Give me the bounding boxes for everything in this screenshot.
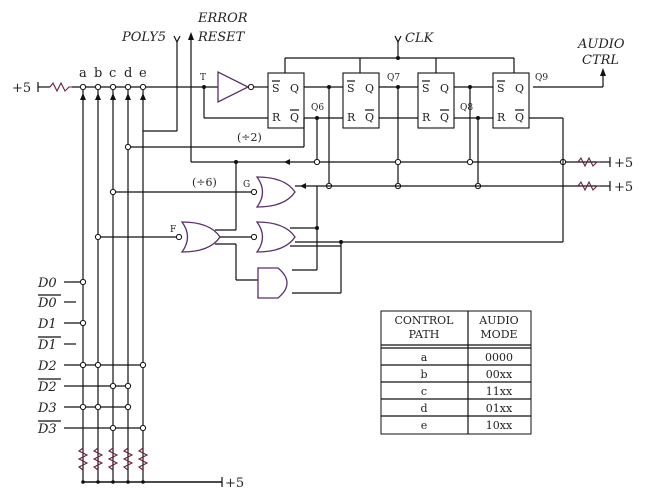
pullup-resistor-right-2 — [577, 180, 600, 192]
table-row-e-mode: 10xx — [486, 419, 513, 432]
pullup-resistor-top — [49, 81, 72, 93]
gate-g-label: G — [243, 180, 250, 190]
svg-text:Q: Q — [365, 111, 374, 124]
q6-label: Q6 — [311, 103, 324, 113]
table-row-a-path: a — [421, 351, 428, 364]
poly5-label: POLY5 — [121, 30, 166, 45]
table-row-c-mode: 11xx — [486, 385, 513, 398]
svg-text:S: S — [497, 82, 505, 95]
q8-label: Q8 — [460, 103, 473, 113]
supply-label-bottom: +5 — [225, 476, 244, 491]
supply-label-right-1: +5 — [614, 156, 633, 171]
tap-d: d — [124, 66, 132, 81]
flip-flop-4: S Q R Q — [492, 72, 530, 129]
q9-label: Q9 — [535, 73, 548, 83]
tap-e: e — [139, 66, 147, 81]
table-row-e-path: e — [421, 419, 428, 432]
divide-by-6-label: (÷6) — [192, 176, 217, 189]
svg-text:Q: Q — [290, 82, 299, 95]
reset-label: RESET — [197, 30, 246, 45]
tap-c: c — [109, 66, 116, 81]
d2-label: D2 — [37, 359, 57, 374]
svg-text:Q: Q — [440, 111, 449, 124]
d1-label: D1 — [37, 317, 57, 332]
gate-f-label: F — [170, 225, 176, 235]
svg-text:Q: Q — [290, 111, 299, 124]
pullup-resistor-right-1 — [577, 156, 600, 168]
supply-label-top-left: +5 — [12, 81, 31, 96]
table-row-d-path: d — [420, 402, 427, 415]
svg-text:R: R — [497, 111, 506, 124]
tap-labels: a b c d e — [79, 66, 147, 81]
gate-and — [257, 267, 288, 299]
table-header-control: CONTROL — [394, 314, 454, 327]
svg-text:S: S — [272, 82, 280, 95]
d0-bar-label: D0 — [37, 296, 57, 311]
svg-text:S: S — [347, 82, 355, 95]
svg-text:R: R — [272, 111, 281, 124]
flip-flop-2: S Q R Q — [342, 72, 380, 129]
flip-flop-1: S Q R Q — [267, 72, 305, 129]
buffer-inverter — [217, 70, 250, 104]
audio-label: AUDIO — [577, 37, 625, 52]
svg-text:Q: Q — [440, 82, 449, 95]
d3-bar-label: D3 — [37, 422, 57, 437]
d0-label: D0 — [37, 276, 57, 291]
clk-label: CLK — [405, 31, 435, 46]
control-path-table: CONTROL PATH AUDIO MODE a 0000 b 00xx c … — [380, 310, 532, 435]
bottom-resistor-array — [77, 447, 223, 487]
q7-label: Q7 — [387, 73, 400, 83]
gate-nor-middle — [255, 221, 296, 253]
table-header-path: PATH — [409, 328, 440, 341]
table-row-d-mode: 01xx — [486, 402, 513, 415]
svg-text:S: S — [422, 82, 430, 95]
table-header-mode: MODE — [480, 328, 517, 341]
table-row-c-path: c — [421, 385, 427, 398]
supply-label-right-2: +5 — [614, 180, 633, 195]
table-row-a-mode: 0000 — [485, 351, 513, 364]
svg-text:Q: Q — [515, 82, 524, 95]
error-label: ERROR — [197, 11, 248, 26]
t-input-label: T — [200, 73, 206, 83]
gate-f — [180, 221, 221, 253]
svg-text:R: R — [422, 111, 431, 124]
tap-bus-lines — [79, 83, 147, 482]
data-lines: D0 D0 D1 D1 D2 D2 D3 D3 — [37, 276, 147, 437]
svg-text:R: R — [347, 111, 356, 124]
flip-flop-interconnect — [234, 85, 600, 242]
tap-a: a — [79, 66, 87, 81]
svg-text:Q: Q — [365, 82, 374, 95]
tap-arrows — [80, 93, 146, 100]
d2-bar-label: D2 — [37, 380, 57, 395]
d1-bar-label: D1 — [37, 338, 57, 353]
ctrl-label: CTRL — [582, 53, 619, 68]
d3-label: D3 — [37, 401, 57, 416]
table-row-b-path: b — [420, 368, 427, 381]
tap-b: b — [94, 66, 102, 81]
svg-text:Q: Q — [515, 111, 524, 124]
table-row-b-mode: 00xx — [486, 368, 513, 381]
flip-flop-3: S Q R Q — [417, 72, 455, 129]
table-header-audio: AUDIO — [478, 314, 518, 327]
gate-g — [255, 176, 296, 208]
divide-by-2-label: (÷2) — [237, 131, 262, 144]
